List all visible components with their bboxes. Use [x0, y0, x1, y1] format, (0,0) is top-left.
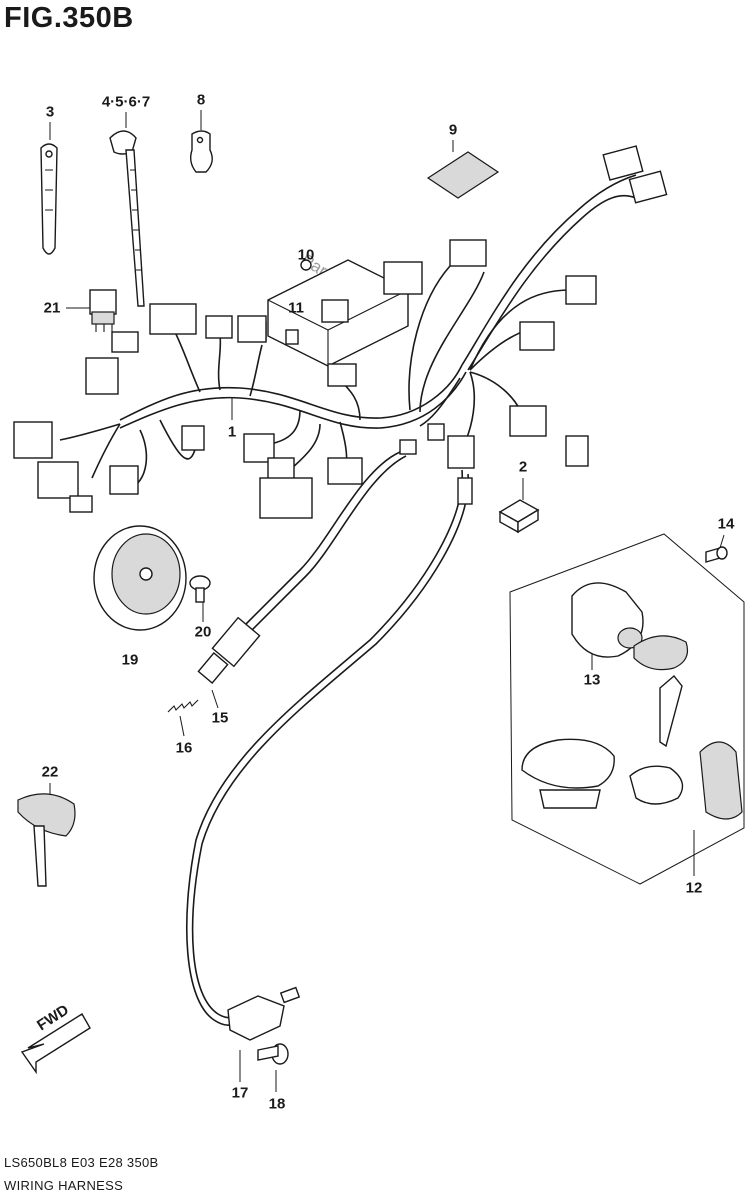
- callout-16[interactable]: 16: [175, 739, 193, 757]
- callout-14[interactable]: 14: [717, 515, 735, 533]
- bolt-part-20[interactable]: [189, 575, 211, 603]
- connector-block-part-2[interactable]: [498, 499, 540, 534]
- screw-part-14[interactable]: [705, 546, 728, 563]
- callout-9[interactable]: 9: [448, 121, 458, 139]
- figure-code: LS650BL8 E03 E28 350B: [4, 1155, 159, 1170]
- callout-4-5-6-7[interactable]: 4·5·6·7: [101, 93, 151, 111]
- harness-connectors[interactable]: [13, 145, 668, 519]
- callout-18[interactable]: 18: [268, 1095, 286, 1113]
- fuse-box-part-10-11[interactable]: [243, 259, 409, 367]
- callout-8[interactable]: 8: [196, 91, 206, 109]
- lock-set-part-12[interactable]: [509, 533, 745, 885]
- callout-20[interactable]: 20: [194, 623, 212, 641]
- front-brake-switch-part-17[interactable]: [185, 469, 473, 1041]
- wire-clamp-part-8[interactable]: [189, 130, 213, 173]
- rear-brake-switch-part-15[interactable]: [197, 451, 407, 684]
- callout-3[interactable]: 3: [45, 103, 55, 121]
- relay-part-21[interactable]: [89, 289, 117, 332]
- callout-12[interactable]: 12: [685, 879, 703, 897]
- callout-17[interactable]: 17: [231, 1084, 249, 1102]
- callout-11[interactable]: 11: [288, 299, 304, 317]
- figure-title: FIG.350B: [4, 2, 134, 34]
- band-clamp-part-3[interactable]: [40, 143, 58, 255]
- cable-tie-part-4-7[interactable]: [109, 130, 145, 307]
- horn-part-19[interactable]: [93, 525, 187, 631]
- callout-21[interactable]: 21: [43, 299, 61, 317]
- callout-22[interactable]: 22: [41, 763, 59, 781]
- key-part-22[interactable]: [17, 793, 76, 887]
- figure-name: WIRING HARNESS: [4, 1178, 124, 1193]
- spring-part-16[interactable]: [167, 699, 199, 713]
- forward-arrow: [20, 1013, 91, 1075]
- screw-part-18[interactable]: [257, 1043, 289, 1065]
- callout-19[interactable]: 19: [121, 651, 139, 669]
- callout-15[interactable]: 15: [211, 709, 229, 727]
- ignition-switch-part-13[interactable]: [571, 582, 689, 748]
- label-part-9[interactable]: [426, 151, 500, 199]
- callout-13[interactable]: 13: [583, 671, 601, 689]
- callout-2[interactable]: 2: [518, 458, 528, 476]
- callout-10[interactable]: 10: [297, 246, 315, 264]
- callout-1[interactable]: 1: [227, 423, 237, 441]
